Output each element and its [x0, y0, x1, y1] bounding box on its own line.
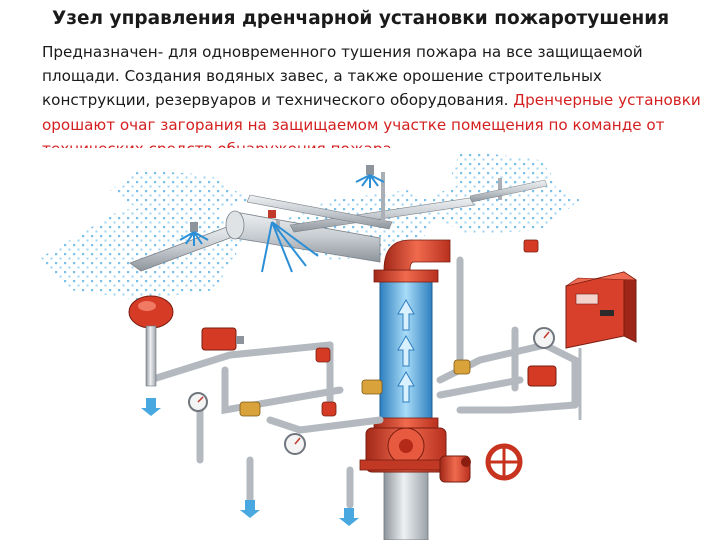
control-panel-box [565, 271, 638, 420]
flow-arrows [397, 298, 415, 403]
deluge-valve [359, 427, 453, 473]
slide-title: Узел управления дренчарной установки пож… [52, 8, 670, 29]
pressure-switch [527, 365, 557, 387]
description-paragraph: Предназначен- для одновременного тушения… [42, 43, 643, 110]
pressure-switch [201, 327, 244, 351]
sprinkler-head [355, 165, 385, 188]
alarm-bell [128, 295, 174, 387]
drain-arrow [141, 398, 359, 526]
description-highlight: Дренчерные установки орошают очаг загора… [42, 91, 701, 148]
pressure-gauge [188, 392, 208, 412]
riser-pipe [373, 239, 451, 540]
sprinkler-head [179, 222, 209, 246]
pressure-gauge [284, 433, 306, 455]
description-text: Предназначен- для одновременного тушения… [42, 40, 712, 148]
deluge-control-unit-illustration [40, 152, 638, 540]
small-valve [239, 239, 539, 417]
handwheel-valve [485, 443, 523, 481]
gate-valve [439, 455, 471, 483]
pressure-gauge [533, 327, 555, 349]
distribution-pipe-main [129, 172, 548, 272]
sprinkler-head [261, 210, 319, 273]
